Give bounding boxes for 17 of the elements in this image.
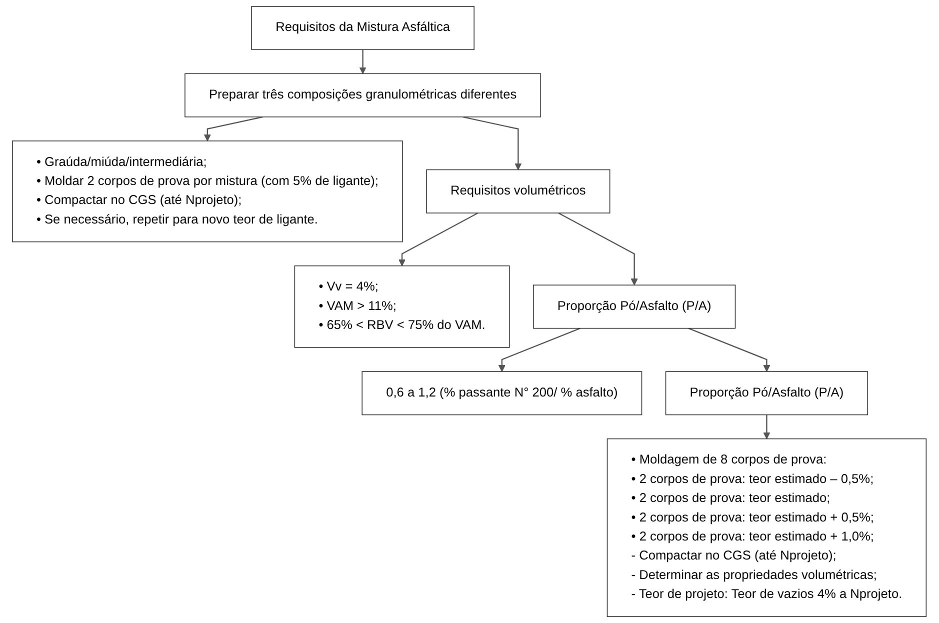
arrow xyxy=(204,116,264,142)
arrow xyxy=(763,414,770,440)
node-box: Preparar três composições granulométricas diferentes xyxy=(184,73,542,118)
node-box: • Graúda/miúda/intermediária; • Moldar 2 corpos de prova por mistura (com 5% de ligante); • Compactar no CGS (até Nprojeto); • Se necessário, repetir para novo teor de ligante. xyxy=(12,140,404,242)
node-box: Proporção Pó/Asfalto (P/A) xyxy=(666,371,868,416)
arrow xyxy=(558,212,638,286)
node-box: Proporção Pó/Asfalto (P/A) xyxy=(533,284,736,329)
arrow xyxy=(688,328,770,372)
node-box: • Vv = 4%; • VAM > 11%; • 65% < RBV < 75% do VAM. xyxy=(294,265,510,348)
arrow xyxy=(498,328,581,372)
node-box: Requisitos da Mistura Asfáltica xyxy=(251,6,475,50)
node-box: Requisitos volumétricos xyxy=(426,169,610,214)
node-box: 0,6 a 1,2 (% passante N° 200/ % asfalto) xyxy=(362,371,642,416)
arrow xyxy=(462,116,522,170)
arrow xyxy=(360,50,367,74)
node-box: • Moldagem de 8 corpos de prova: • 2 corpos de prova: teor estimado – 0,5%; • 2 corpos de prova: teor estimado; • 2 corpos de prova: teor estimado + 0,5%; • 2 corpos de prova: teor estimado + 1,0%; - Compactar no CGS (até Nprojeto); - Determinar as propriedades volumétricas; - Teor de projeto: Teor de vazios 4% a Nprojeto. xyxy=(607,438,927,617)
arrow xyxy=(398,212,478,266)
